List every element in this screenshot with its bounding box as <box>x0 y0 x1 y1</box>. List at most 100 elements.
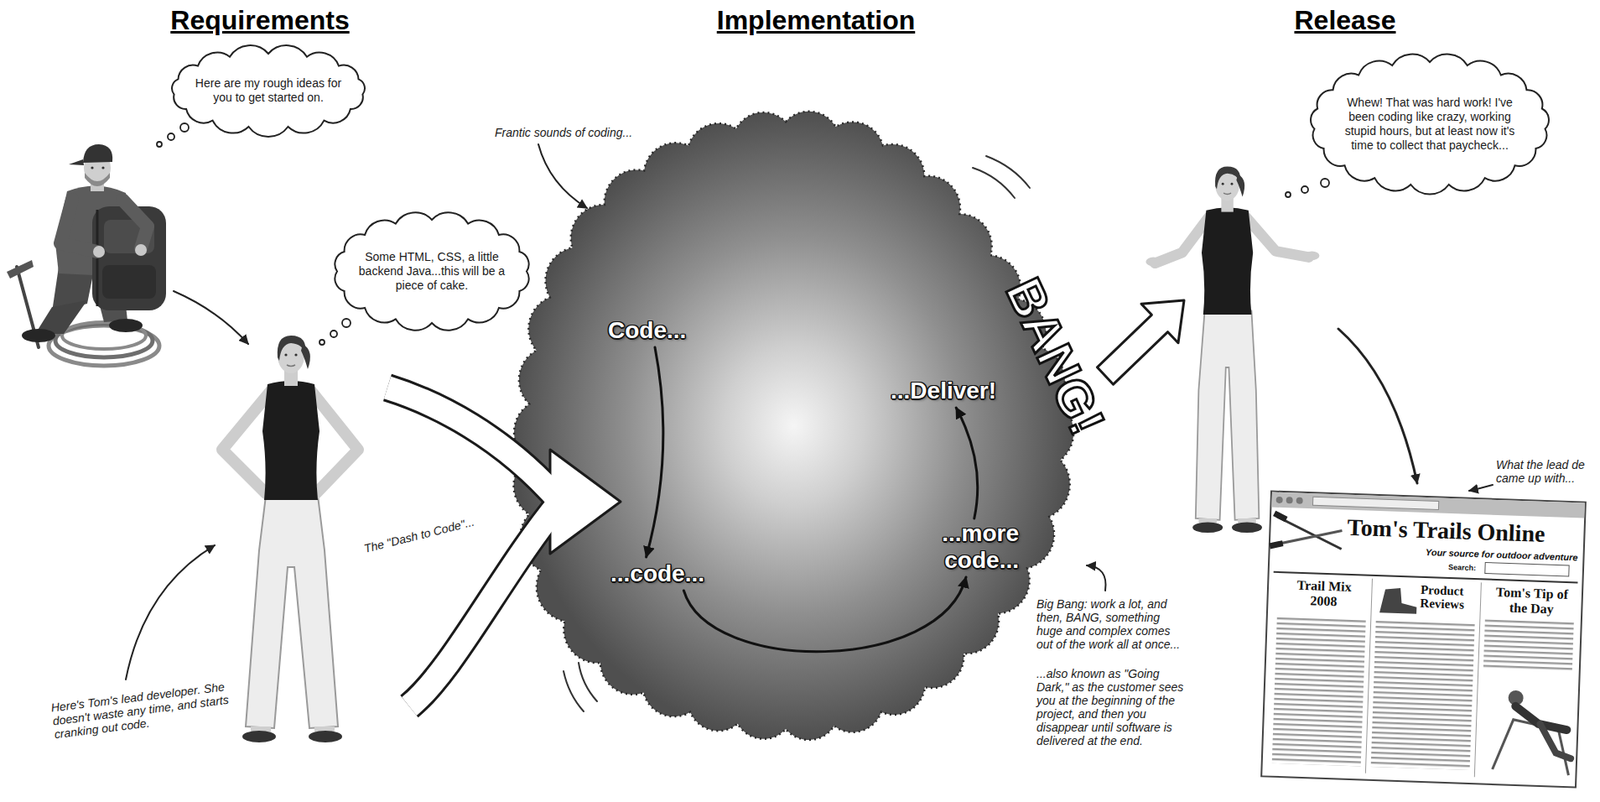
step-text: ...more code... <box>901 519 1019 574</box>
thought-text: Some HTML, CSS, a little backend Java...… <box>352 249 512 293</box>
customer-figure-part <box>135 244 147 256</box>
developer-figure-part <box>262 380 320 500</box>
developer-figure-part <box>1145 257 1161 267</box>
callout-note: Here's Tom's lead developer. She doesn't… <box>50 678 240 742</box>
leader-lines-part <box>1469 484 1493 491</box>
callout-note: Big Bang: work a lot, and then, BANG, so… <box>1036 597 1186 651</box>
flow-arrow <box>683 576 967 652</box>
callout-note: ...also known as "Going Dark," as the cu… <box>1036 666 1190 748</box>
big-bang-cloud <box>514 111 1075 740</box>
developer-figure-part <box>286 364 296 367</box>
developer-figure-part <box>277 335 307 361</box>
customer-figure-part <box>60 199 98 252</box>
motion-strokes-part <box>578 662 598 702</box>
leader-lines <box>125 144 1493 680</box>
website-graphic-part <box>1272 615 1367 767</box>
customer-figure-part <box>35 300 88 334</box>
customer-figure-part <box>102 264 156 299</box>
website-graphic-part <box>1379 587 1418 614</box>
developer-figure-part <box>294 353 297 356</box>
developer-figure-part <box>1236 174 1245 198</box>
flow-arrow <box>955 407 978 519</box>
website-graphic-part <box>1485 562 1569 577</box>
stage-heading: Implementation <box>648 3 984 37</box>
thought-trail-part <box>319 339 325 345</box>
thought-trail-part <box>330 330 338 338</box>
site-text: Product Reviews <box>1419 582 1478 612</box>
developer-figure-part <box>1223 192 1232 194</box>
developer-figure-part <box>242 730 276 743</box>
site-text: Search: <box>1448 561 1484 573</box>
bubble-outline <box>1310 54 1549 195</box>
bang-arrow-part <box>1096 300 1185 385</box>
developer-figure-part <box>245 495 338 728</box>
step-text: Code... <box>607 316 686 344</box>
bubble-body: Here are my rough ideas for you to get s… <box>188 76 349 105</box>
developer-figure-part <box>1215 166 1241 190</box>
leader-lines-part <box>173 290 249 344</box>
developer-figure <box>222 335 359 743</box>
website-graphic-part <box>1371 618 1476 770</box>
developer-figure-part <box>1231 182 1234 186</box>
developer-figure-part <box>1245 216 1310 258</box>
bubble-body: Whew! That was hard work! I've been codi… <box>1334 95 1526 153</box>
website-graphic <box>1261 491 1586 788</box>
website-graphic-part <box>1271 492 1585 519</box>
step-text: ...code... <box>610 560 705 588</box>
thought-trail-part <box>180 123 189 132</box>
developer-figure-part <box>308 730 343 743</box>
website-graphic-part <box>1276 496 1284 504</box>
site-text: Tom's Tip of the Day <box>1486 584 1577 619</box>
website-graphic-part <box>1483 618 1575 672</box>
thought-bubble: Here are my rough ideas for you to get s… <box>163 43 374 138</box>
customer-figure-part <box>84 172 110 187</box>
developer-figure-part <box>1303 250 1320 260</box>
dash-to-code-arrow-part <box>387 387 561 502</box>
sound-note: Frantic sounds of coding... <box>494 125 663 140</box>
customer-figure-part <box>21 328 56 343</box>
motion-strokes <box>563 155 1030 712</box>
motion-strokes-part <box>972 167 1015 198</box>
flow-arrow <box>646 347 664 557</box>
website-graphic-part <box>1272 528 1343 548</box>
dash-to-code-arrow-part <box>550 449 621 554</box>
bang-arrow <box>1096 300 1185 385</box>
thought-trail-part <box>1301 186 1309 193</box>
motion-strokes-part <box>563 670 584 712</box>
thought-trail-part <box>1285 192 1291 198</box>
customer-figure-part <box>6 259 34 279</box>
callout-note: What the lead de came up with... <box>1496 457 1595 485</box>
motion-strokes-part <box>986 155 1030 188</box>
website-graphic-part <box>1538 723 1572 759</box>
site-text: Your source for outdoor adventure <box>1386 545 1578 563</box>
developer-figure <box>1145 166 1320 534</box>
leader-lines-part <box>1338 328 1418 484</box>
cloud-step: ...code... <box>610 560 705 588</box>
step-text: ...Deliver! <box>890 377 997 405</box>
stage-heading: Release <box>1177 3 1513 37</box>
customer-figure-part <box>122 199 148 249</box>
customer-figure-part <box>109 318 143 333</box>
developer-figure-part <box>1201 207 1253 315</box>
thought-text: Here are my rough ideas for you to get s… <box>188 76 349 105</box>
developer-figure-part <box>311 390 359 494</box>
developer-figure-part <box>1221 182 1225 186</box>
developer-figure-part <box>284 353 287 356</box>
thought-bubble: Some HTML, CSS, a little backend Java...… <box>327 209 537 333</box>
website-graphic-part <box>1268 540 1284 549</box>
developer-figure-part <box>1192 522 1223 534</box>
stage-heading: Requirements <box>92 3 428 37</box>
website-graphic-part <box>1312 496 1439 510</box>
big-bang-cloud <box>514 111 1075 740</box>
dash-to-code-arrow <box>387 387 621 707</box>
customer-figure-part <box>101 166 104 169</box>
thought-bubble: Whew! That was hard work! I've been codi… <box>1303 51 1556 196</box>
website-graphic-part <box>1365 578 1372 774</box>
customer-figure-part <box>93 245 105 258</box>
thought-trail-part <box>1320 178 1330 188</box>
cloud-step: Code... <box>607 316 686 344</box>
bubble-body: Some HTML, CSS, a little backend Java...… <box>352 249 512 293</box>
bubble-outline <box>171 45 365 137</box>
developer-figure-part <box>1231 522 1263 534</box>
cloud-step: ...Deliver! <box>890 377 997 405</box>
